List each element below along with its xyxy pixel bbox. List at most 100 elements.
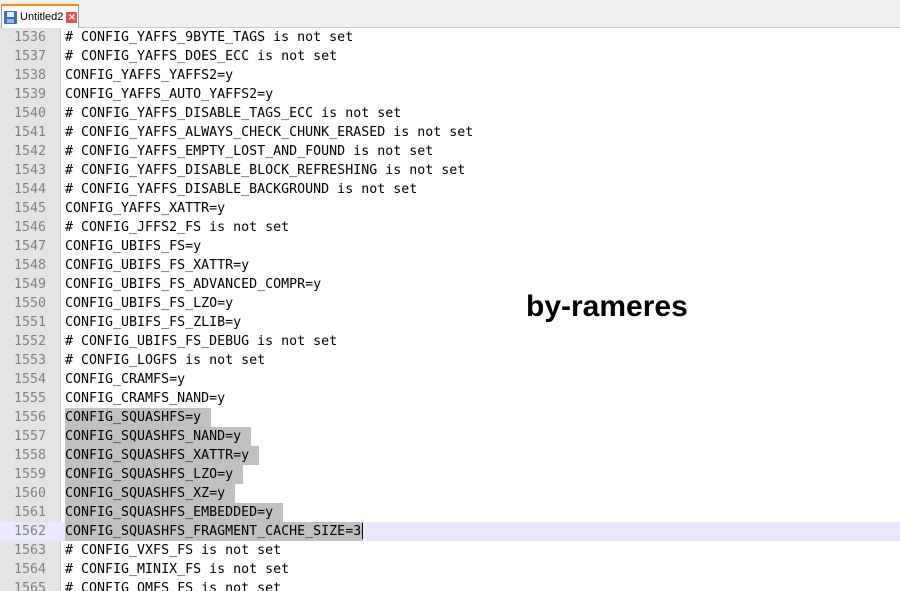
line-number: 1540 — [13, 106, 46, 121]
line-text: CONFIG_SQUASHFS=y — [65, 408, 212, 427]
editor-line[interactable]: 1543 # CONFIG_YAFFS_DISABLE_BLOCK_REFRESH… — [0, 161, 900, 180]
editor-line[interactable]: 1545 CONFIG_YAFFS_XATTR=y — [0, 199, 900, 218]
editor-line[interactable]: 1544 # CONFIG_YAFFS_DISABLE_BACKGROUND is… — [0, 180, 900, 199]
tab-untitled2[interactable]: Untitled2 × — [1, 4, 79, 28]
line-number: 1547 — [13, 239, 46, 254]
line-text: CONFIG_SQUASHFS_EMBEDDED=y — [65, 503, 284, 522]
line-number: 1539 — [13, 87, 46, 102]
editor-line[interactable]: 1539 CONFIG_YAFFS_AUTO_YAFFS2=y — [0, 85, 900, 104]
line-number: 1548 — [13, 258, 46, 273]
line-number: 1543 — [13, 163, 46, 178]
line-text: CONFIG_UBIFS_FS_ZLIB=y — [65, 315, 242, 330]
line-number: 1536 — [13, 30, 46, 45]
editor-line[interactable]: 1552 # CONFIG_UBIFS_FS_DEBUG is not set — [0, 332, 900, 351]
line-text: # CONFIG_OMFS_FS is not set — [65, 581, 282, 591]
editor-line[interactable]: 1537 # CONFIG_YAFFS_DOES_ECC is not set — [0, 47, 900, 66]
editor-line[interactable]: 1560 CONFIG_SQUASHFS_XZ=y — [0, 484, 900, 503]
line-text: CONFIG_YAFFS_AUTO_YAFFS2=y — [65, 87, 274, 102]
line-text: CONFIG_SQUASHFS_NAND=y — [65, 427, 252, 446]
editor-line[interactable]: 1563 # CONFIG_VXFS_FS is not set — [0, 541, 900, 560]
line-text: # CONFIG_JFFS2_FS is not set — [65, 220, 290, 235]
line-text: # CONFIG_LOGFS is not set — [65, 353, 266, 368]
line-text: CONFIG_CRAMFS_NAND=y — [65, 391, 226, 406]
line-number: 1544 — [13, 182, 46, 197]
editor-line[interactable]: 1542 # CONFIG_YAFFS_EMPTY_LOST_AND_FOUND … — [0, 142, 900, 161]
line-text: CONFIG_SQUASHFS_XZ=y — [65, 484, 236, 503]
line-number: 1555 — [13, 391, 46, 406]
line-number-gutter — [0, 28, 61, 591]
line-number: 1563 — [13, 543, 46, 558]
line-number: 1551 — [13, 315, 46, 330]
line-text: # CONFIG_YAFFS_ALWAYS_CHECK_CHUNK_ERASED… — [65, 125, 474, 140]
line-number: 1560 — [13, 486, 46, 501]
line-text: CONFIG_YAFFS_XATTR=y — [65, 201, 226, 216]
save-disk-icon — [4, 10, 17, 24]
line-text: # CONFIG_YAFFS_DISABLE_TAGS_ECC is not s… — [65, 106, 402, 121]
line-text: # CONFIG_UBIFS_FS_DEBUG is not set — [65, 334, 338, 349]
line-text: CONFIG_CRAMFS=y — [65, 372, 186, 387]
line-number: 1541 — [13, 125, 46, 140]
line-number: 1537 — [13, 49, 46, 64]
line-number: 1564 — [13, 562, 46, 577]
line-text: # CONFIG_YAFFS_DISABLE_BACKGROUND is not… — [65, 182, 418, 197]
line-text: # CONFIG_YAFFS_9BYTE_TAGS is not set — [65, 30, 354, 45]
line-number: 1562 — [13, 524, 46, 539]
line-number: 1561 — [13, 505, 46, 520]
line-number: 1546 — [13, 220, 46, 235]
editor-line[interactable]: 1547 CONFIG_UBIFS_FS=y — [0, 237, 900, 256]
line-number: 1538 — [13, 68, 46, 83]
editor-line[interactable]: 1548 CONFIG_UBIFS_FS_XATTR=y — [0, 256, 900, 275]
line-text: CONFIG_SQUASHFS_FRAGMENT_CACHE_SIZE=3 — [65, 522, 364, 541]
editor-line[interactable]: 1557 CONFIG_SQUASHFS_NAND=y — [0, 427, 900, 446]
editor-lines: 1536 # CONFIG_YAFFS_9BYTE_TAGS is not set… — [0, 28, 900, 591]
line-number: 1559 — [13, 467, 46, 482]
line-text: # CONFIG_VXFS_FS is not set — [65, 543, 282, 558]
editor-line[interactable]: 1555 CONFIG_CRAMFS_NAND=y — [0, 389, 900, 408]
editor-line[interactable]: 1541 # CONFIG_YAFFS_ALWAYS_CHECK_CHUNK_ER… — [0, 123, 900, 142]
editor-line[interactable]: 1559 CONFIG_SQUASHFS_LZO=y — [0, 465, 900, 484]
line-number: 1553 — [13, 353, 46, 368]
line-text: # CONFIG_MINIX_FS is not set — [65, 562, 290, 577]
editor-line[interactable]: 1549 CONFIG_UBIFS_FS_ADVANCED_COMPR=y — [0, 275, 900, 294]
line-number: 1550 — [13, 296, 46, 311]
line-number: 1545 — [13, 201, 46, 216]
line-text: # CONFIG_YAFFS_EMPTY_LOST_AND_FOUND is n… — [65, 144, 434, 159]
line-number: 1549 — [13, 277, 46, 292]
line-text: # CONFIG_YAFFS_DOES_ECC is not set — [65, 49, 338, 64]
editor-line[interactable]: 1556 CONFIG_SQUASHFS=y — [0, 408, 900, 427]
line-number: 1554 — [13, 372, 46, 387]
line-text: CONFIG_UBIFS_FS_LZO=y — [65, 296, 234, 311]
line-number: 1552 — [13, 334, 46, 349]
line-number: 1556 — [13, 410, 46, 425]
watermark-text: by-rameres — [526, 290, 688, 323]
editor-line[interactable]: 1536 # CONFIG_YAFFS_9BYTE_TAGS is not set — [0, 28, 900, 47]
line-text: # CONFIG_YAFFS_DISABLE_BLOCK_REFRESHING … — [65, 163, 466, 178]
editor-line[interactable]: 1558 CONFIG_SQUASHFS_XATTR=y — [0, 446, 900, 465]
line-number: 1557 — [13, 429, 46, 444]
line-text: CONFIG_UBIFS_FS_XATTR=y — [65, 258, 250, 273]
editor-line[interactable]: 1553 # CONFIG_LOGFS is not set — [0, 351, 900, 370]
editor-line[interactable]: 1565 # CONFIG_OMFS_FS is not set — [0, 579, 900, 591]
tab-title: Untitled2 — [20, 11, 64, 23]
editor-line[interactable]: 1550 CONFIG_UBIFS_FS_LZO=y — [0, 294, 900, 313]
editor-line[interactable]: 1564 # CONFIG_MINIX_FS is not set — [0, 560, 900, 579]
editor-line[interactable]: 1546 # CONFIG_JFFS2_FS is not set — [0, 218, 900, 237]
line-text: CONFIG_YAFFS_YAFFS2=y — [65, 68, 234, 83]
editor-line[interactable]: 1561 CONFIG_SQUASHFS_EMBEDDED=y — [0, 503, 900, 522]
editor-line[interactable]: 1562 CONFIG_SQUASHFS_FRAGMENT_CACHE_SIZE=… — [0, 522, 900, 541]
line-text: CONFIG_UBIFS_FS_ADVANCED_COMPR=y — [65, 277, 322, 292]
editor-line[interactable]: 1540 # CONFIG_YAFFS_DISABLE_TAGS_ECC is n… — [0, 104, 900, 123]
text-editor[interactable]: 1536 # CONFIG_YAFFS_9BYTE_TAGS is not set… — [0, 28, 900, 591]
close-icon[interactable]: × — [66, 11, 78, 23]
line-text: CONFIG_UBIFS_FS=y — [65, 239, 202, 254]
line-number: 1558 — [13, 448, 46, 463]
editor-line[interactable]: 1538 CONFIG_YAFFS_YAFFS2=y — [0, 66, 900, 85]
line-text: CONFIG_SQUASHFS_LZO=y — [65, 465, 244, 484]
editor-line[interactable]: 1554 CONFIG_CRAMFS=y — [0, 370, 900, 389]
line-text: CONFIG_SQUASHFS_XATTR=y — [65, 446, 260, 465]
line-number: 1542 — [13, 144, 46, 159]
text-caret — [362, 523, 364, 539]
editor-line[interactable]: 1551 CONFIG_UBIFS_FS_ZLIB=y — [0, 313, 900, 332]
tab-bar: Untitled2 × — [0, 0, 900, 28]
line-number: 1565 — [13, 581, 46, 591]
